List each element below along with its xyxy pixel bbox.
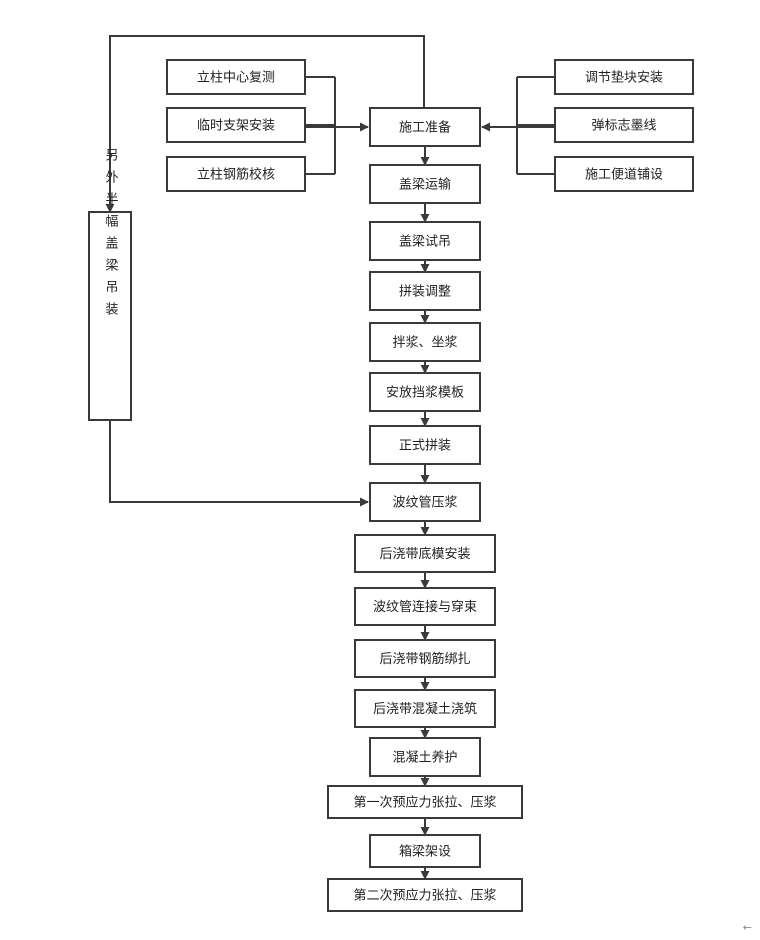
step-box-4: 拼装调整: [369, 271, 481, 311]
step-box-1-label: 施工准备: [399, 120, 451, 136]
step-box-9: 后浇带底模安装: [354, 534, 496, 573]
loop-box-label: 另外半幅盖梁吊装: [103, 148, 119, 324]
step-box-10-rect: [354, 587, 496, 626]
step-box-6: 安放挡浆模板: [369, 372, 481, 412]
connectors: [105, 35, 555, 880]
loop-arrow-down: [105, 35, 425, 213]
step-box-3-rect: [369, 221, 481, 261]
step-box-16: 第二次预应力张拉、压浆: [327, 878, 523, 912]
right-input-box-1: 调节垫块安装: [554, 59, 694, 95]
left-input-box-2: 临时支架安装: [166, 107, 306, 143]
right-input-box-2-rect: [554, 107, 694, 143]
step-box-1: 施工准备: [369, 107, 481, 147]
step-box-2: 盖梁运输: [369, 164, 481, 204]
step-box-12-label: 后浇带混凝土浇筑: [373, 701, 477, 717]
step-box-15-label: 箱梁架设: [399, 844, 451, 860]
right-input-box-2: 弹标志墨线: [554, 107, 694, 143]
step-box-11-label: 后浇带钢筋绑扎: [379, 651, 470, 667]
step-box-8: 波纹管压浆: [369, 482, 481, 522]
step-box-14: 第一次预应力张拉、压浆: [327, 785, 523, 819]
step-box-2-rect: [369, 164, 481, 204]
step-box-13-label: 混凝土养护: [392, 750, 457, 766]
step-box-9-label: 后浇带底模安装: [379, 546, 470, 562]
step-box-4-rect: [369, 271, 481, 311]
step-box-3: 盖梁试吊: [369, 221, 481, 261]
left-input-box-2-label: 临时支架安装: [197, 119, 275, 134]
step-box-8-rect: [369, 482, 481, 522]
step-box-1-rect: [369, 107, 481, 147]
step-box-13: 混凝土养护: [369, 737, 481, 777]
step-box-5-label: 拌浆、坐浆: [392, 336, 457, 351]
step-box-7-label: 正式拼装: [399, 439, 451, 454]
step-box-3-label: 盖梁试吊: [399, 235, 451, 250]
step-box-15-rect: [369, 834, 481, 868]
step-box-7: 正式拼装: [369, 425, 481, 465]
step-box-4-label: 拼装调整: [399, 285, 451, 300]
step-box-11: 后浇带钢筋绑扎: [354, 639, 496, 678]
step-box-8-label: 波纹管压浆: [392, 496, 457, 511]
step-box-14-label: 第一次预应力张拉、压浆: [353, 795, 496, 811]
left-input-box-2-rect: [166, 107, 306, 143]
step-box-6-rect: [369, 372, 481, 412]
step-box-5: 拌浆、坐浆: [369, 322, 481, 362]
step-box-12-rect: [354, 689, 496, 728]
step-box-16-rect: [327, 878, 523, 912]
step-box-11-rect: [354, 639, 496, 678]
left-input-box-1: 立柱中心复测: [166, 59, 306, 95]
step-box-15: 箱梁架设: [369, 834, 481, 868]
step-box-12: 后浇带混凝土浇筑: [354, 689, 496, 728]
loop-box: 另外半幅盖梁吊装: [88, 148, 132, 421]
step-box-10: 波纹管连接与穿束: [354, 587, 496, 626]
left-input-box-1-label: 立柱中心复测: [197, 71, 275, 86]
step-box-7-rect: [369, 425, 481, 465]
right-input-box-1-label: 调节垫块安装: [585, 70, 663, 86]
corner-arrow-icon: ←: [742, 921, 752, 934]
step-box-5-rect: [369, 322, 481, 362]
right-input-box-3-label: 施工便道铺设: [585, 168, 663, 183]
step-box-10-label: 波纹管连接与穿束: [373, 599, 477, 615]
right-input-box-3: 施工便道铺设: [554, 156, 694, 192]
left-input-box-1-rect: [166, 59, 306, 95]
step-box-13-rect: [369, 737, 481, 777]
right-input-box-1-rect: [554, 59, 694, 95]
loop-box-rect: [88, 211, 132, 421]
step-box-16-label: 第二次预应力张拉、压浆: [353, 888, 496, 904]
left-input-box-3-rect: [166, 156, 306, 192]
left-input-box-3: 立柱钢筋校核: [166, 156, 306, 192]
step-box-2-label: 盖梁运输: [399, 177, 451, 193]
step-box-9-rect: [354, 534, 496, 573]
right-input-box-2-label: 弹标志墨线: [591, 119, 656, 134]
left-input-box-3-label: 立柱钢筋校核: [197, 167, 275, 183]
right-input-box-3-rect: [554, 156, 694, 192]
loop-arrow-back: [109, 420, 369, 507]
step-box-14-rect: [327, 785, 523, 819]
step-box-6-label: 安放挡浆模板: [386, 386, 464, 401]
